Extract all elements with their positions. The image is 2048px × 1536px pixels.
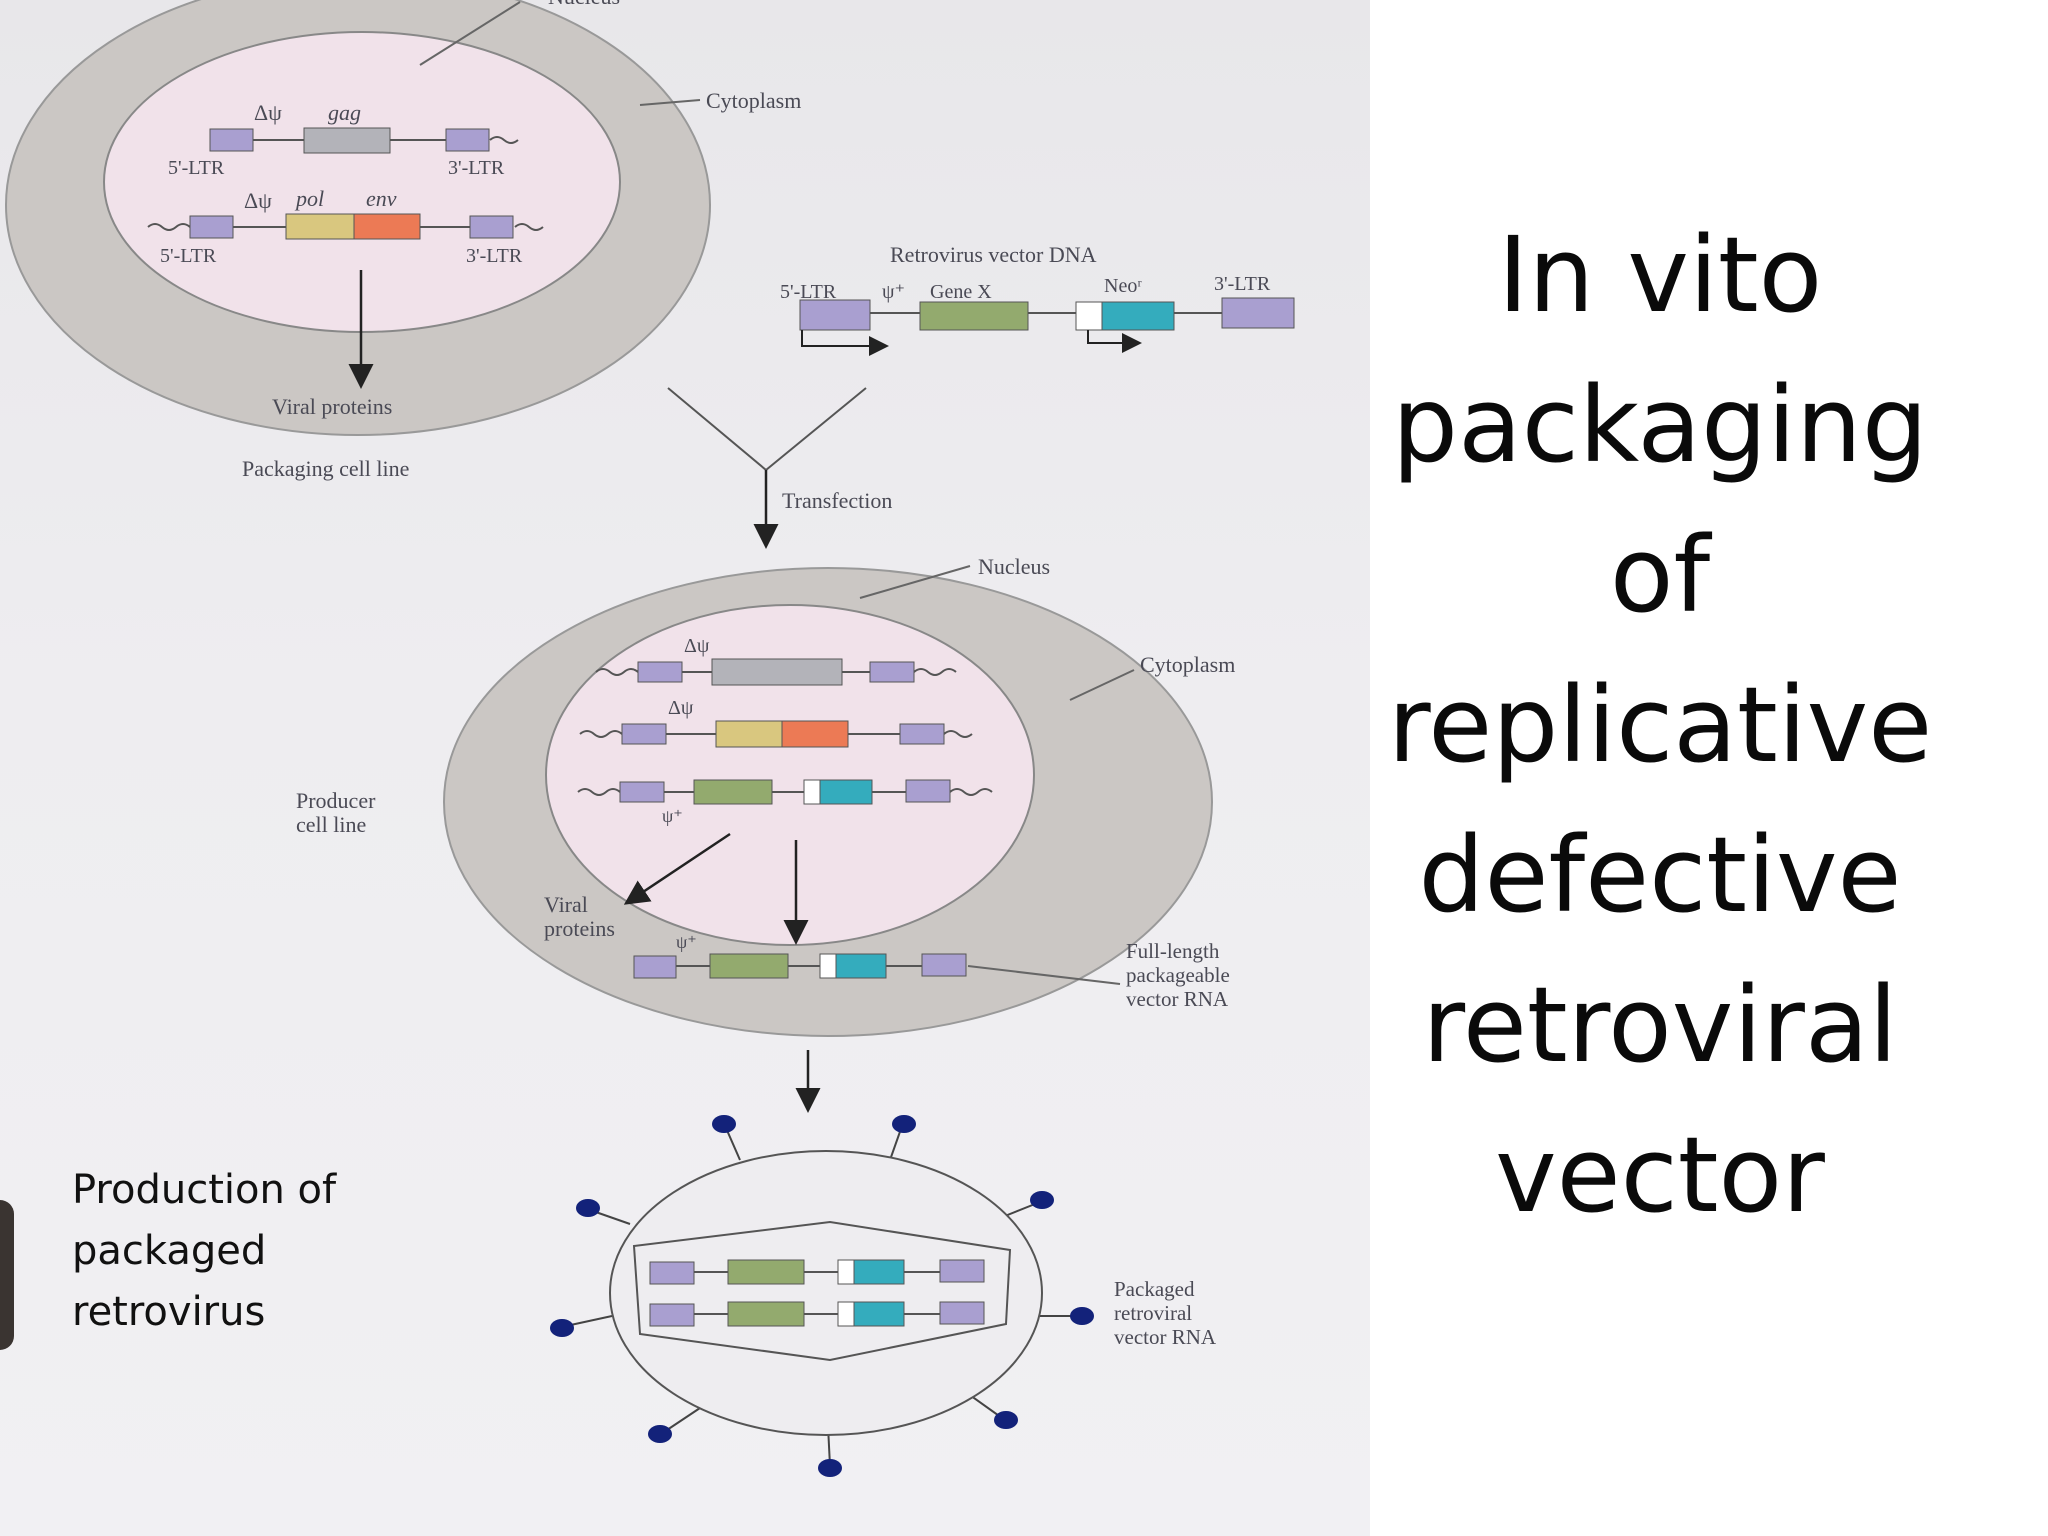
vector-ltr5-box <box>799 299 871 331</box>
ltr5-box <box>189 215 234 239</box>
promoter-box <box>819 953 837 979</box>
packaging-cytoplasm-label: Cytoplasm <box>706 88 801 113</box>
pol-box <box>285 213 355 240</box>
env-box <box>781 720 849 748</box>
ltr3-box <box>445 128 490 152</box>
ltr3-box <box>921 953 967 977</box>
gag-psi-label: Δψ <box>254 100 282 125</box>
ltr3-box <box>905 779 951 803</box>
gag-ltr3-label: 3'-LTR <box>448 157 505 179</box>
gene-x-box <box>709 953 789 979</box>
pol-env-construct: Δψ pol env 5'-LTR 3'-LTR <box>147 186 544 267</box>
producer-cytoplasm-label: Cytoplasm <box>1140 652 1235 677</box>
packaging-nucleus-label: Nucleus <box>548 0 620 9</box>
virion-spike-heads <box>550 1115 1094 1477</box>
slide-title: In vito packaging of replicative defecti… <box>1370 200 1950 1250</box>
virion-rna-1 <box>649 1259 985 1285</box>
vector-gene-x-box <box>919 301 1029 331</box>
slide-caption: Production of packaged retrovirus <box>72 1160 336 1343</box>
ltr5-box <box>209 128 254 152</box>
vector-promoter-box <box>1075 301 1103 331</box>
producer-gag-row: Δψ <box>595 635 957 686</box>
retroviral-packaging-diagram: Nucleus Cytoplasm Δψ gag 5'-LTR 3'-LTR Δ… <box>5 0 1295 1477</box>
gene-x-box <box>693 779 773 805</box>
vector-ltr3-label: 3'-LTR <box>1214 273 1271 295</box>
caption-line: retrovirus <box>72 1289 266 1335</box>
title-line: of <box>1609 514 1711 636</box>
title-line: defective <box>1418 814 1902 936</box>
env-gene-label: env <box>366 186 397 211</box>
title-line: retroviral <box>1422 964 1898 1086</box>
producer-cell: Nucleus Cytoplasm Δψ Δψ <box>443 554 1235 1037</box>
packaging-cell-line-label: Packaging cell line <box>242 456 409 481</box>
producer-nucleus <box>545 604 1035 946</box>
rna-label-1: Full-length <box>1126 939 1220 963</box>
virion-capsid <box>632 1220 1012 1362</box>
title-line: packaging <box>1392 364 1928 486</box>
neo-box <box>835 953 887 979</box>
virion-label-3: vector RNA <box>1114 1325 1217 1349</box>
ltr5-box <box>621 723 667 745</box>
title-line: In vito <box>1497 214 1823 336</box>
ltr3-box <box>899 723 945 745</box>
pol-ltr5-label: 5'-LTR <box>160 245 217 267</box>
ltr3-box <box>869 661 915 683</box>
packaging-viral-proteins-label: Viral proteins <box>272 394 392 419</box>
vector-neo-label: Neoʳ <box>1104 275 1142 297</box>
pol-ltr3-label: 3'-LTR <box>466 245 523 267</box>
retrovirus-vector-dna: Retrovirus vector DNA 5'-LTR ψ⁺ Gene X N… <box>780 242 1295 356</box>
producer-nucleus-label: Nucleus <box>978 554 1050 579</box>
gag-construct: Δψ gag 5'-LTR 3'-LTR <box>168 100 519 179</box>
vector-ltr3-box <box>1221 297 1295 329</box>
title-line: replicative <box>1387 664 1933 786</box>
gag-ltr5-label: 5'-LTR <box>168 157 225 179</box>
title-line: vector <box>1495 1114 1825 1236</box>
gag-box <box>303 127 391 154</box>
producer-rna-psi: ψ⁺ <box>676 932 697 952</box>
ltr3-box <box>469 215 514 239</box>
vector-dna-title: Retrovirus vector DNA <box>890 242 1097 267</box>
ltr5-box <box>619 781 665 803</box>
producer-pol-env-row: Δψ <box>579 697 973 748</box>
neo-box <box>819 779 873 805</box>
ltr5-box <box>633 955 677 979</box>
pol-psi-label: Δψ <box>244 188 272 213</box>
virion-envelope <box>609 1150 1043 1436</box>
photo-edge-shadow <box>0 1200 14 1350</box>
vector-ltr5-label: 5'-LTR <box>780 281 837 303</box>
producer-vector-row: ψ⁺ <box>577 779 993 826</box>
caption-line: packaged <box>72 1228 267 1274</box>
virion-rna-2 <box>649 1301 985 1327</box>
producer-cell-line-label-1: Producer <box>296 788 376 813</box>
producer-viral-proteins-1: Viral <box>544 892 588 917</box>
vector-gene-label: Gene X <box>930 281 992 303</box>
virion-label-1: Packaged <box>1114 1277 1195 1301</box>
rna-label-3: vector RNA <box>1126 987 1229 1011</box>
transfection-label: Transfection <box>782 488 892 513</box>
virion <box>550 1115 1094 1477</box>
producer-rna-row: ψ⁺ <box>633 932 967 979</box>
transfection-arrow: Transfection <box>667 387 892 549</box>
env-box <box>353 213 421 240</box>
producer-cell-line-label-2: cell line <box>296 812 366 837</box>
producer-gag-psi: Δψ <box>684 635 710 657</box>
caption-line: Production of <box>72 1167 337 1213</box>
packaging-cell: Nucleus Cytoplasm Δψ gag 5'-LTR 3'-LTR Δ… <box>5 0 801 436</box>
gag-gene-label: gag <box>328 100 361 125</box>
vector-psi-label: ψ⁺ <box>882 281 905 303</box>
pol-gene-label: pol <box>294 186 324 211</box>
rna-label-2: packageable <box>1126 963 1230 987</box>
promoter-box <box>803 779 821 805</box>
ltr5-box <box>637 661 683 683</box>
vector-neo-box <box>1101 301 1175 331</box>
gag-box <box>711 658 843 686</box>
virion-label-2: retroviral <box>1114 1301 1192 1325</box>
pol-box <box>715 720 783 748</box>
producer-pol-psi: Δψ <box>668 697 694 719</box>
producer-vector-psi: ψ⁺ <box>662 806 683 826</box>
producer-viral-proteins-2: proteins <box>544 916 615 941</box>
